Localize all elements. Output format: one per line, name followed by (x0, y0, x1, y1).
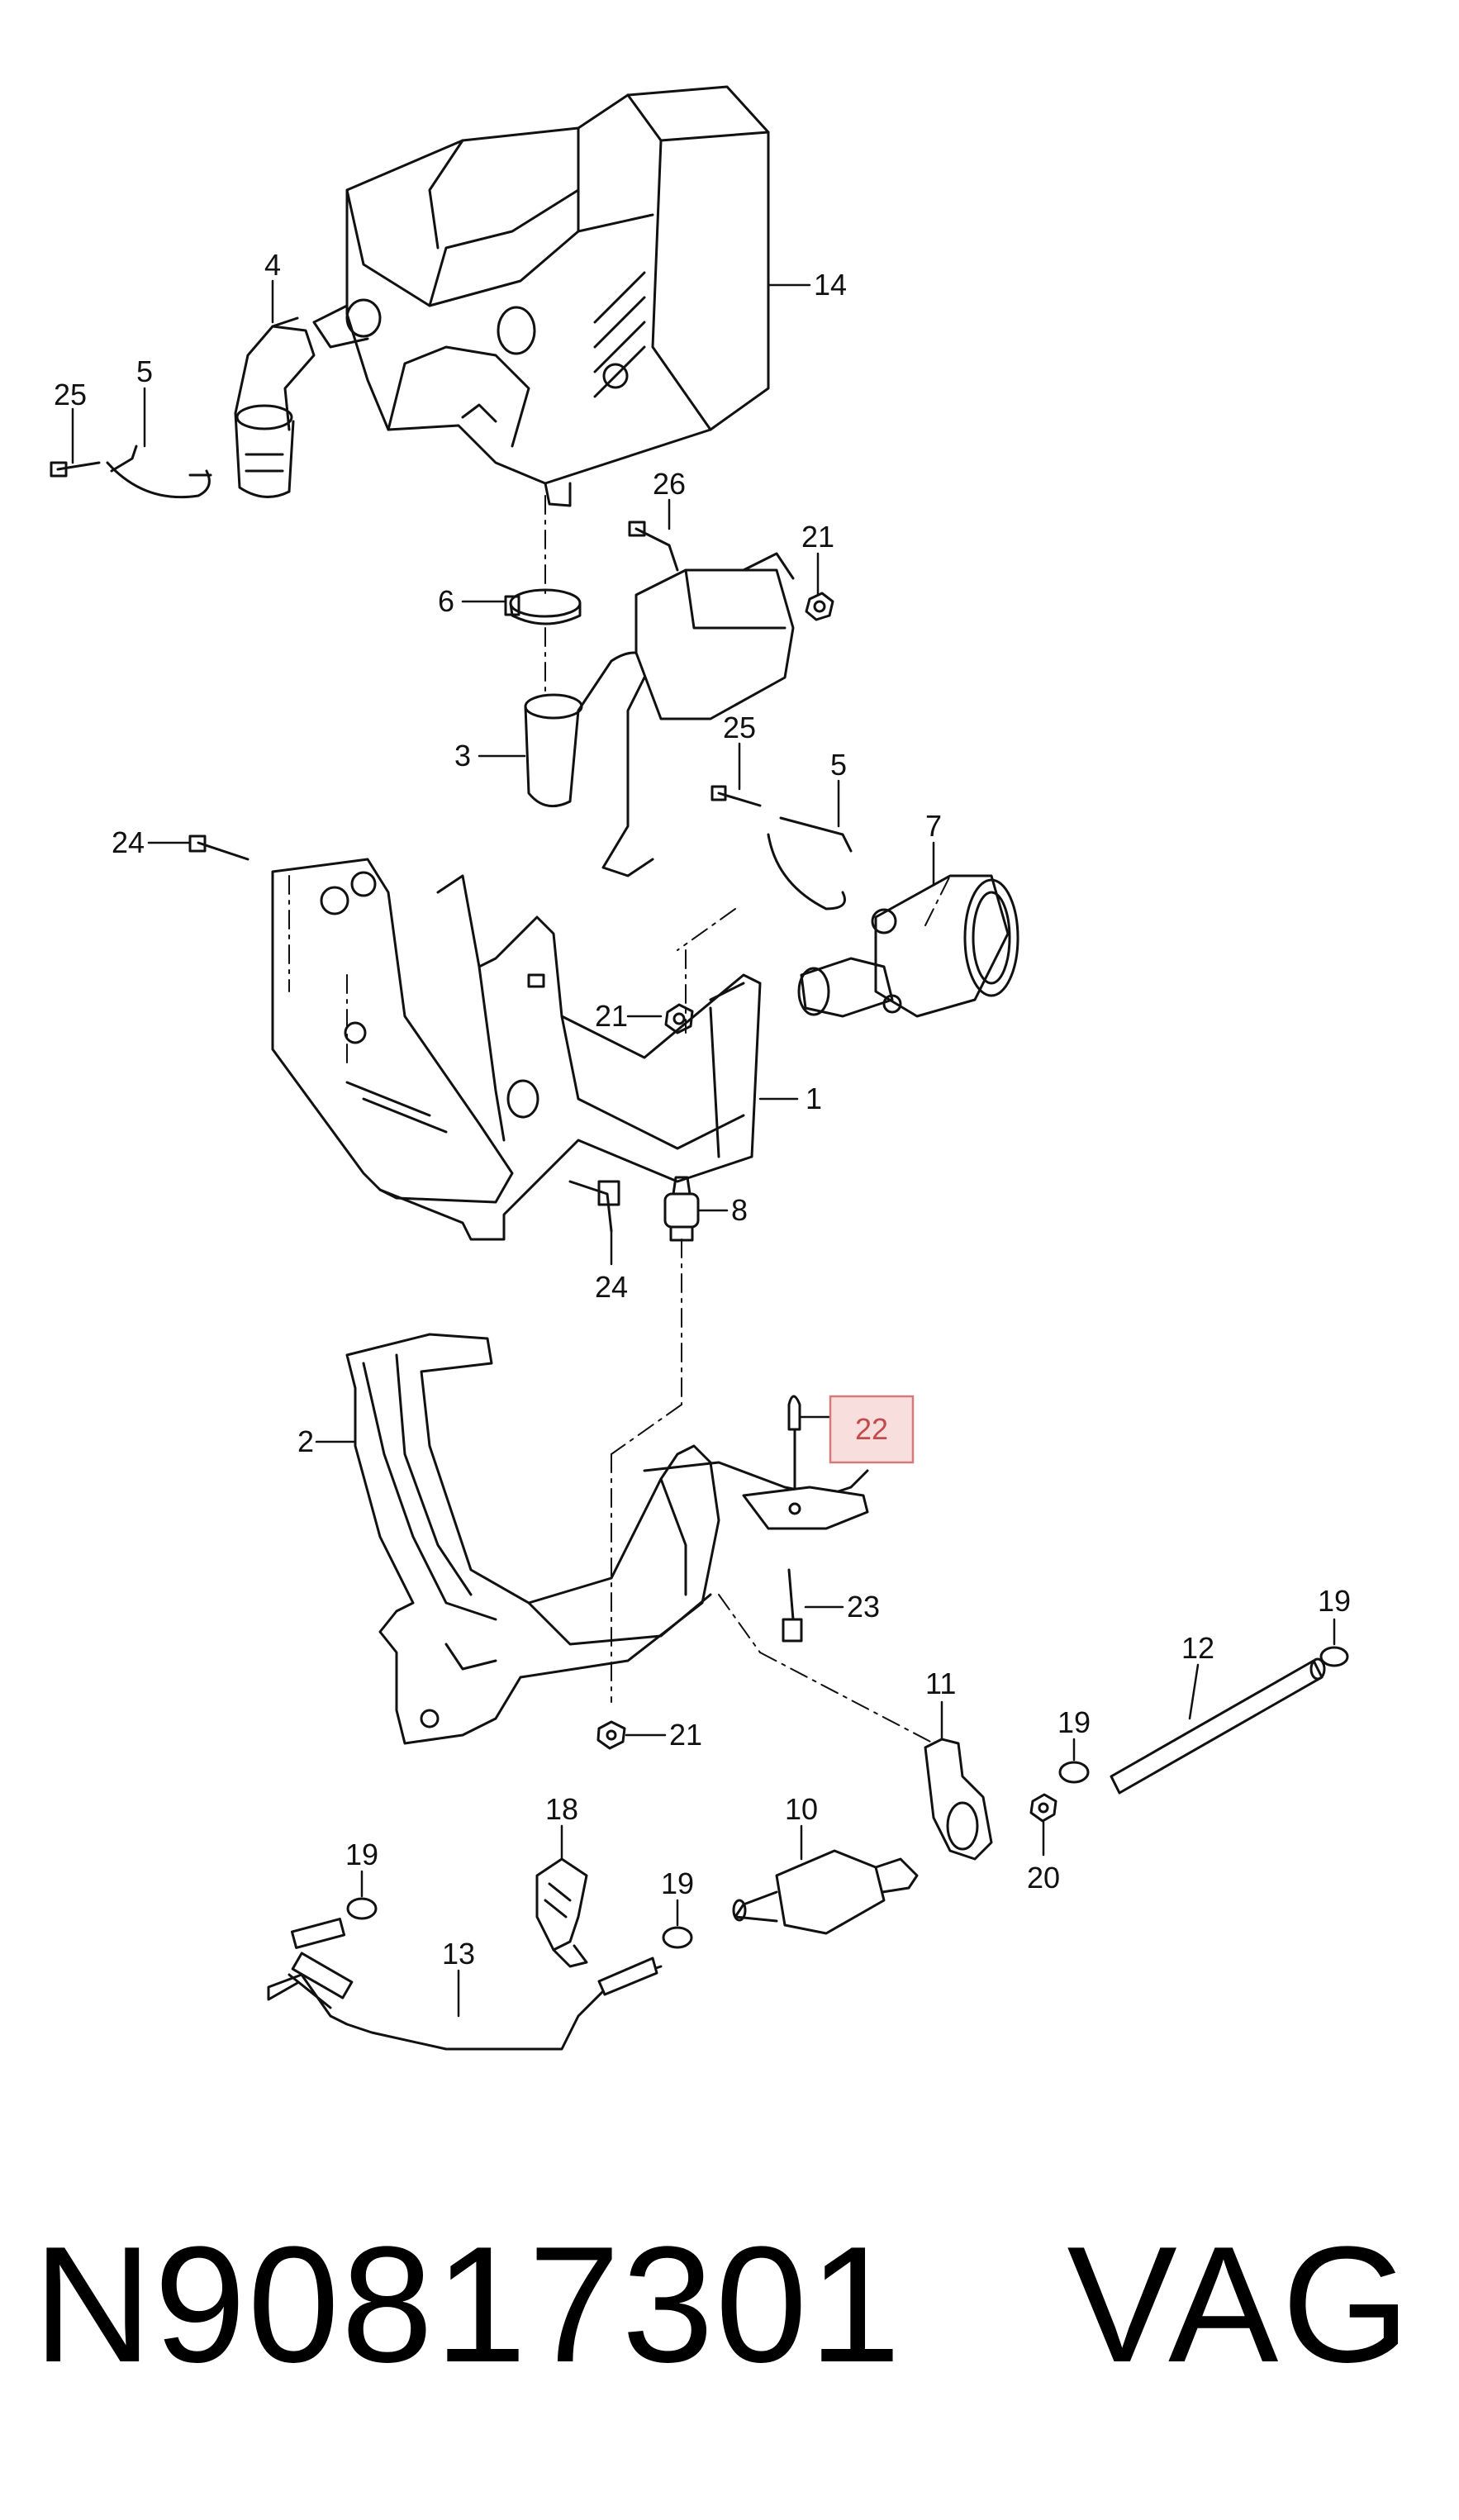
callout-3: 3 (454, 739, 471, 773)
callout-22-highlight: 22 (829, 1395, 915, 1464)
callout-23: 23 (847, 1590, 880, 1624)
callout-12: 12 (1181, 1631, 1214, 1665)
part-number: N90817301 (33, 2213, 903, 2397)
callout-10: 10 (785, 1792, 818, 1826)
clamp-left-drawing (50, 445, 212, 499)
callout-2: 2 (297, 1424, 314, 1458)
nut-20-drawing (1029, 1793, 1057, 1823)
callout-4: 4 (264, 248, 281, 282)
callout-24-left: 24 (112, 825, 145, 859)
callout-18: 18 (545, 1792, 578, 1826)
callout-19-mid: 19 (1057, 1705, 1091, 1739)
exhaust-hose-drawing (524, 552, 795, 877)
callout-14: 14 (814, 268, 847, 302)
footer: N90817301 VAG (0, 2181, 1459, 2454)
lower-frame-drawing (345, 1333, 869, 1745)
bolt-24a-drawing (188, 834, 250, 861)
nut-21a-drawing (805, 592, 834, 621)
bolt-24b-drawing (568, 1180, 620, 1233)
clamp-right-drawing (710, 785, 853, 911)
main-bracket-drawing (271, 858, 762, 1241)
callout-20: 20 (1027, 1861, 1060, 1895)
bolt-23-drawing (782, 1568, 803, 1643)
hose-clip-19b-drawing (1058, 1761, 1090, 1784)
heater-unit-drawing (312, 85, 770, 507)
callout-26: 26 (653, 467, 686, 501)
callout-22: 22 (855, 1412, 888, 1446)
callout-13: 13 (442, 1937, 475, 1971)
callout-21-top: 21 (801, 520, 834, 554)
callout-19-right: 19 (1318, 1584, 1351, 1618)
elbow-hose-drawing (234, 316, 316, 498)
fuel-tube-12-drawing (1110, 1657, 1326, 1795)
fuel-line-13-drawing (267, 1918, 663, 2051)
leader-lines (71, 279, 1336, 2018)
callout-25-mid: 25 (723, 711, 756, 744)
callout-21-bottom: 21 (669, 1718, 702, 1752)
clip-plate-drawing (742, 1486, 869, 1530)
hose-clip-19d-drawing (662, 1926, 693, 1949)
nut-21b-drawing (664, 1003, 694, 1034)
parts-diagram: 14 4 5 25 26 21 6 3 25 5 7 24 21 1 8 24 … (50, 85, 1351, 2051)
dosing-pump-drawing (732, 1849, 919, 1935)
hose-clip-19c-drawing (346, 1897, 378, 1920)
callout-7: 7 (925, 809, 942, 843)
callout-6: 6 (438, 584, 454, 618)
hose-clip-19a-drawing (1319, 1646, 1349, 1667)
holder-18-drawing (535, 1857, 588, 1968)
callout-19-center: 19 (661, 1866, 694, 1900)
hose-clamp-drawing (504, 588, 582, 625)
callout-8: 8 (731, 1193, 748, 1227)
callout-1: 1 (806, 1082, 822, 1115)
callout-21-mid: 21 (595, 999, 628, 1033)
pump-bracket-drawing (924, 1738, 993, 1861)
callout-5-top: 5 (136, 354, 153, 388)
bolt-26-drawing (628, 521, 679, 572)
callout-5-mid: 5 (830, 748, 847, 782)
nut-21c-drawing (596, 1720, 626, 1750)
callout-19-left: 19 (345, 1838, 378, 1871)
callout-labels: 14 4 5 25 26 21 6 3 25 5 7 24 21 1 8 24 … (54, 248, 1351, 1971)
brand-label: VAG (1067, 2213, 1414, 2397)
callout-24-bottom: 24 (595, 1270, 628, 1304)
coolant-pump-drawing (797, 874, 1019, 1018)
callout-25-top: 25 (54, 378, 87, 411)
rubber-mount-drawing (663, 1176, 700, 1242)
centre-lines (288, 495, 951, 1744)
callout-11: 11 (925, 1667, 956, 1700)
